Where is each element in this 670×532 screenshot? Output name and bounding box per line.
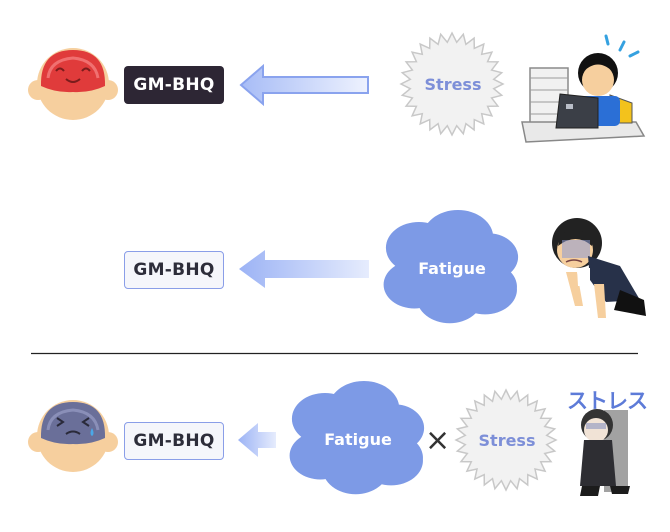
exhausted-woman-illustration xyxy=(552,218,646,318)
fatigue-cloud-shape xyxy=(383,210,519,324)
gm-bhq-label: GM-BHQ xyxy=(124,422,224,460)
stress-burst-shape xyxy=(399,31,505,137)
fatigue-cloud-shape xyxy=(289,381,425,495)
multiply-operator: × xyxy=(425,423,451,458)
happy-brain-head-icon xyxy=(28,48,118,120)
fatigue-label: Fatigue xyxy=(324,429,392,449)
stress-label: Stress xyxy=(478,430,536,450)
stress-label: Stress xyxy=(424,74,482,94)
left-arrow-outlined xyxy=(239,63,369,107)
depressed-woman-illustration xyxy=(580,409,630,496)
stress-burst-shape xyxy=(454,388,558,492)
stress-katakana-caption: ストレス xyxy=(567,389,648,413)
left-arrow-solid xyxy=(239,250,369,288)
left-arrow-short xyxy=(238,423,276,457)
stressed-office-worker-illustration xyxy=(521,34,646,143)
gm-bhq-label: GM-BHQ xyxy=(124,251,224,289)
fatigue-label: Fatigue xyxy=(418,258,486,278)
gm-bhq-label: GM-BHQ xyxy=(124,66,224,104)
sad-brain-head-icon xyxy=(28,400,118,472)
